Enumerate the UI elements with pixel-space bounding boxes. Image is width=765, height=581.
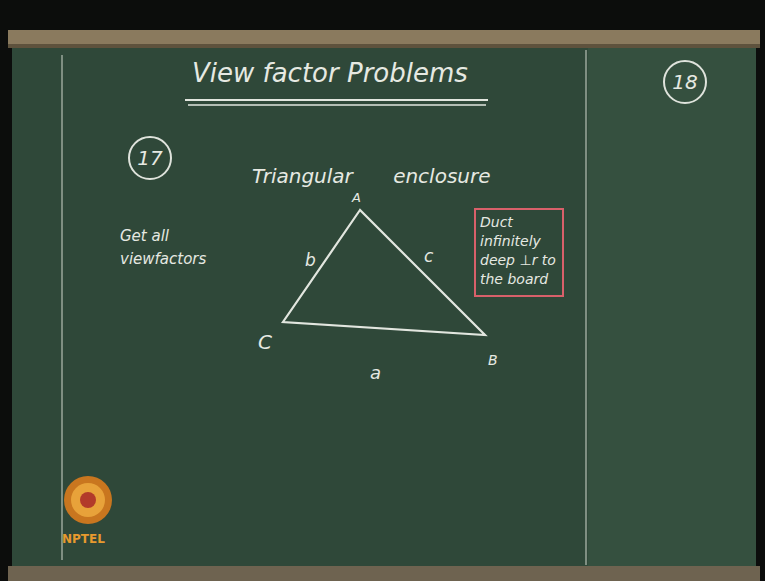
triangle [283, 210, 485, 335]
board-title: View factor Problems [192, 58, 468, 88]
node-text: Duct infinitely deep ⊥r to the board [480, 213, 558, 289]
problem-heading: Triangular enclosure [252, 164, 491, 188]
side-label: c [424, 246, 433, 266]
problem-number: 18 [663, 60, 707, 104]
nptel-logo [64, 476, 112, 524]
vertex-label: B [488, 352, 498, 368]
problem-number: 17 [128, 136, 172, 180]
side-label: b [305, 250, 316, 270]
vertex-label: A [352, 190, 361, 205]
problem-note: Get all viewfactors [120, 225, 206, 270]
node-text: 17 [137, 146, 162, 170]
side-label: a [370, 362, 381, 383]
vertex-label: C [258, 330, 272, 354]
logo-text: NPTEL [62, 532, 105, 546]
note-box: Duct infinitely deep ⊥r to the board [474, 208, 564, 297]
node-text: 18 [672, 70, 697, 94]
